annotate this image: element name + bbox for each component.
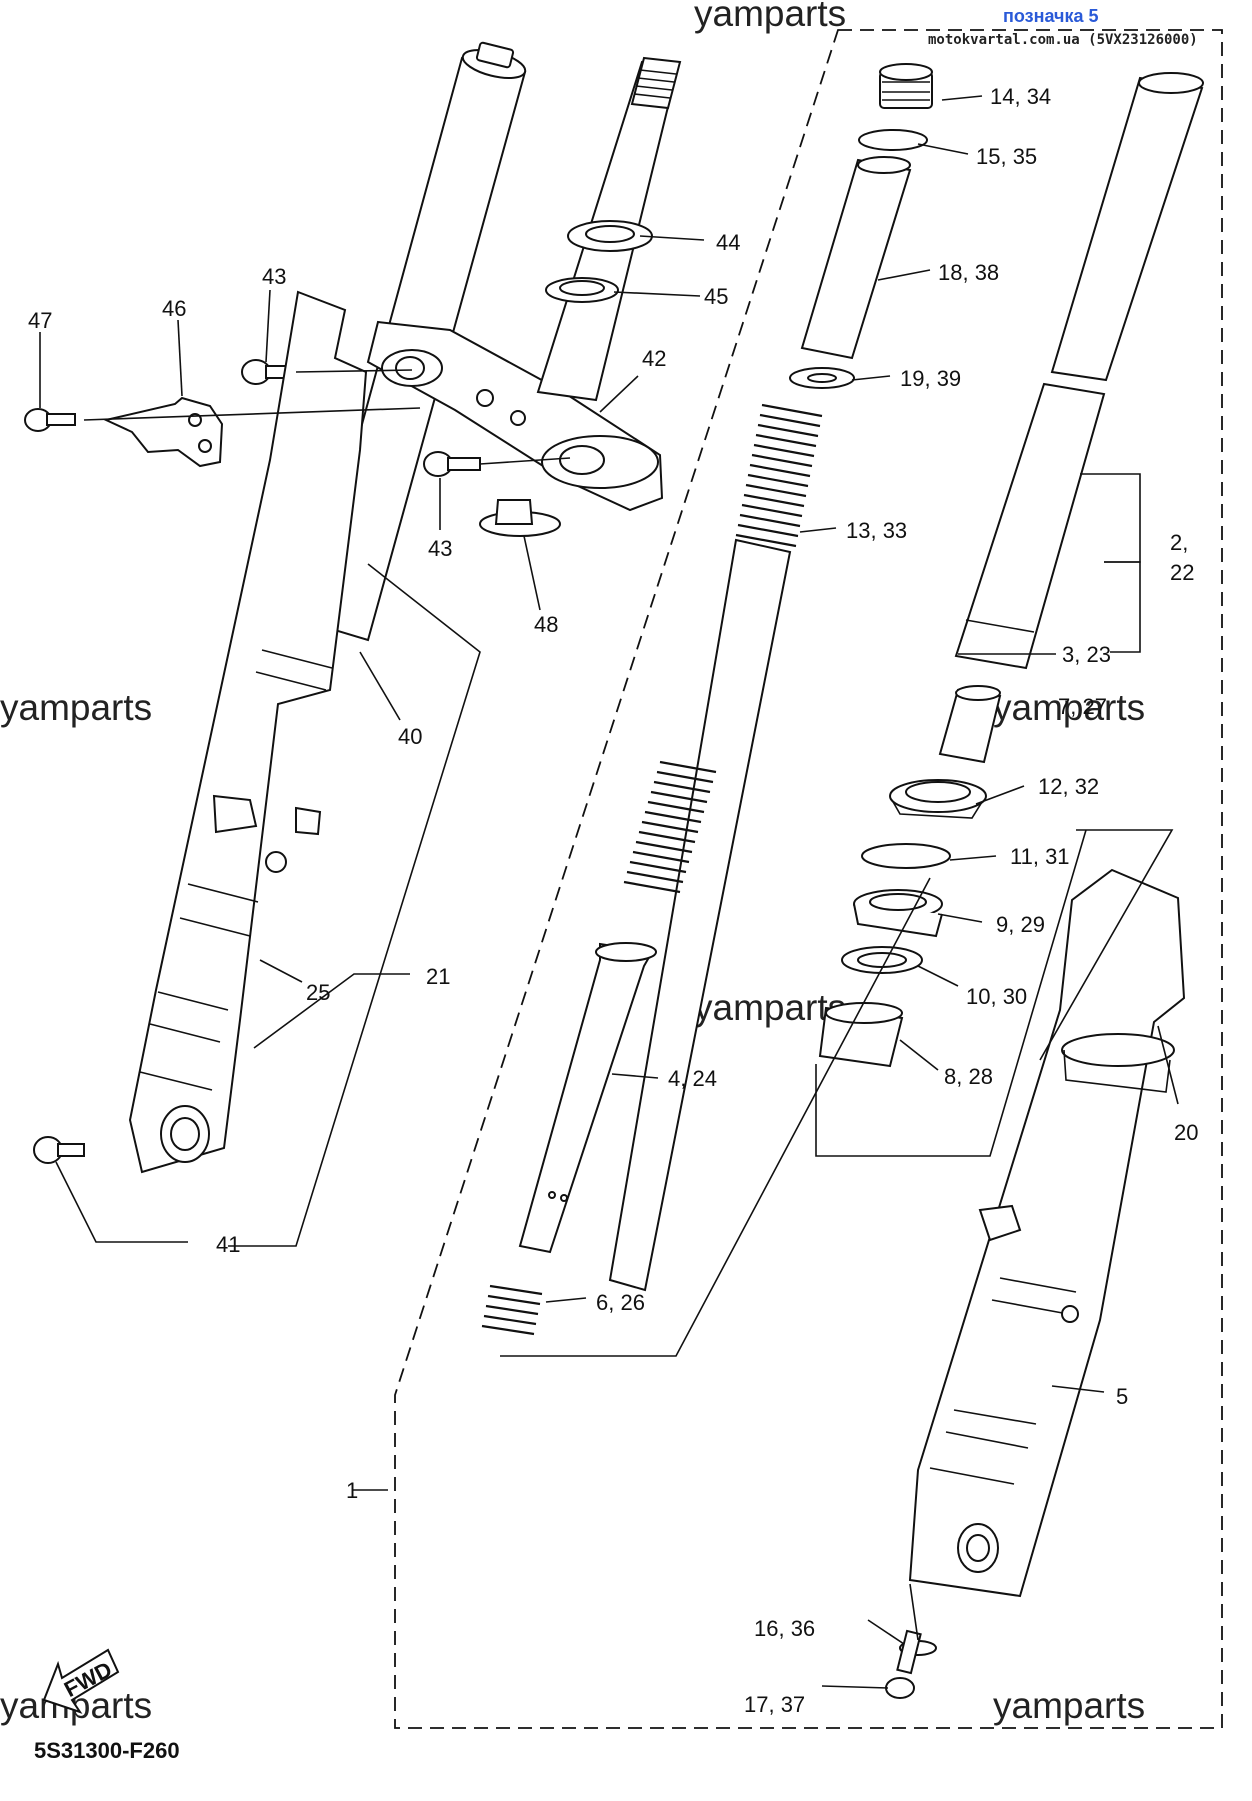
callout-3-23: 3, 23 bbox=[1062, 642, 1111, 667]
bolt-43-lower bbox=[423, 451, 481, 477]
assembly-boundary bbox=[394, 29, 1223, 1729]
rebound-spring-6 bbox=[481, 1284, 543, 1336]
right-inner-tube-2 bbox=[954, 72, 1204, 670]
left-fork-assembly bbox=[24, 41, 682, 1174]
brake-hose-bracket-46 bbox=[102, 396, 224, 468]
washer-10 bbox=[841, 946, 923, 974]
callout-19-39: 19, 39 bbox=[900, 366, 961, 391]
callout-13-33: 13, 33 bbox=[846, 518, 907, 543]
callout-45: 45 bbox=[704, 284, 728, 309]
steering-stem-bracket bbox=[366, 320, 664, 512]
watermark: yamparts bbox=[0, 687, 152, 728]
bearing-44 bbox=[567, 220, 653, 252]
callout-48: 48 bbox=[534, 612, 558, 637]
watermark: yamparts bbox=[993, 1685, 1145, 1726]
callout-25: 25 bbox=[306, 980, 330, 1005]
race-45 bbox=[545, 277, 619, 303]
callout-42: 42 bbox=[642, 346, 666, 371]
callout-labels: 1 2, 22 3, 23 4, 24 5 6, 26 7, 27 8, 28 … bbox=[28, 84, 1198, 1717]
damper-rod-4 bbox=[518, 942, 657, 1254]
oil-seal-9 bbox=[853, 889, 943, 938]
callout-6-26: 6, 26 bbox=[596, 1290, 645, 1315]
guide-bushing-7 bbox=[938, 685, 1002, 764]
callout-43-upper: 43 bbox=[262, 264, 286, 289]
callout-17-37: 17, 37 bbox=[744, 1692, 805, 1717]
callout-11-31: 11, 31 bbox=[1010, 844, 1070, 869]
callout-1: 1 bbox=[346, 1478, 358, 1503]
fork-spring-13-lower bbox=[623, 760, 717, 894]
callout-2-22-line1: 2, bbox=[1170, 530, 1188, 555]
callout-16-36: 16, 36 bbox=[754, 1616, 815, 1641]
callout-18-38: 18, 38 bbox=[938, 260, 999, 285]
callout-14-34: 14, 34 bbox=[990, 84, 1051, 109]
right-outer-tube-5 bbox=[908, 868, 1186, 1598]
callout-43-lower: 43 bbox=[428, 536, 452, 561]
callout-44: 44 bbox=[716, 230, 740, 255]
callout-4-24: 4, 24 bbox=[668, 1066, 717, 1091]
callout-2-22-line2: 22 bbox=[1170, 560, 1194, 585]
callout-20: 20 bbox=[1174, 1120, 1198, 1145]
left-outer-tube bbox=[128, 290, 368, 1174]
cap-bolt-14 bbox=[879, 63, 933, 109]
callout-46: 46 bbox=[162, 296, 186, 321]
callout-21: 21 bbox=[426, 964, 450, 989]
watermark: yamparts bbox=[694, 987, 846, 1028]
callout-5: 5 bbox=[1116, 1384, 1128, 1409]
o-ring-15 bbox=[858, 129, 928, 151]
watermark: yamparts bbox=[993, 687, 1145, 728]
washer-19 bbox=[789, 367, 855, 389]
bolt-47 bbox=[24, 408, 76, 432]
axle-pinch-bolt-41 bbox=[33, 1136, 85, 1164]
dust-seal-12 bbox=[889, 779, 987, 819]
callout-47: 47 bbox=[28, 308, 52, 333]
watermark: yamparts bbox=[694, 0, 846, 34]
bolt-17 bbox=[885, 1629, 922, 1699]
callout-40: 40 bbox=[398, 724, 422, 749]
fork-spring-13-upper bbox=[608, 403, 823, 1292]
callout-41: 41 bbox=[216, 1232, 240, 1257]
header-title: позначка 5 bbox=[1003, 6, 1099, 26]
damper-cap-48 bbox=[479, 499, 561, 537]
callout-12-32: 12, 32 bbox=[1038, 774, 1099, 799]
slide-bushing-8 bbox=[818, 1002, 904, 1068]
leader-lines bbox=[39, 95, 1179, 1689]
callout-9-29: 9, 29 bbox=[996, 912, 1045, 937]
diagram-code: 5S31300-F260 bbox=[34, 1738, 180, 1763]
header-site: motokvartal.com.ua (5VX23126000) bbox=[928, 32, 1198, 48]
callout-7-27: 7, 27 bbox=[1058, 694, 1107, 719]
circlip-11 bbox=[861, 843, 951, 869]
callout-15-35: 15, 35 bbox=[976, 144, 1037, 169]
callout-8-28: 8, 28 bbox=[944, 1064, 993, 1089]
spacer-18 bbox=[800, 156, 912, 360]
callout-10-30: 10, 30 bbox=[966, 984, 1027, 1009]
